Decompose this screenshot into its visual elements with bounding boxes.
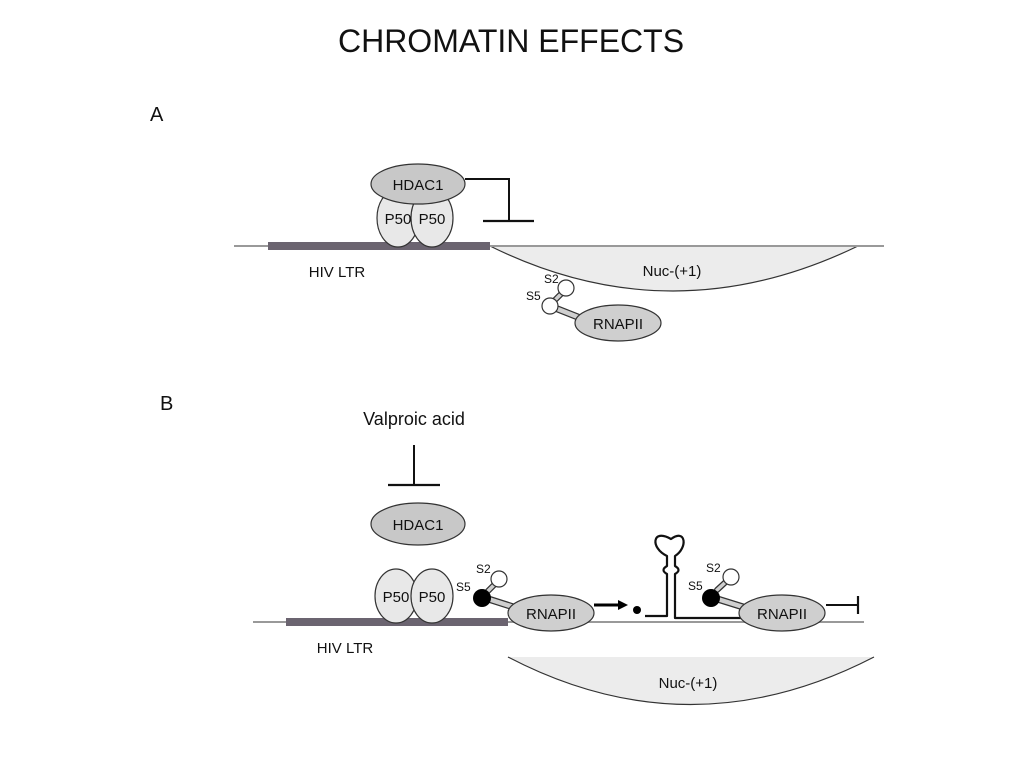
p50-left-b-label: P50 bbox=[383, 589, 410, 606]
hiv-ltr-label-b: HIV LTR bbox=[317, 640, 374, 657]
nucleosome-a-label: Nuc-(+1) bbox=[643, 263, 702, 280]
panel-b: B Valproic acid HDAC1 HIV LTR P50 P50 S2… bbox=[160, 393, 875, 706]
nucleosome-a bbox=[489, 245, 859, 292]
hdac1-a bbox=[370, 163, 466, 205]
hdac1-b-label: HDAC1 bbox=[393, 517, 444, 534]
s2-label-a: S2 bbox=[544, 272, 559, 286]
hiv-ltr-label-a: HIV LTR bbox=[309, 264, 366, 281]
p50-right-b-label: P50 bbox=[419, 589, 446, 606]
s5-label-a: S5 bbox=[526, 289, 541, 303]
panel-a-label: A bbox=[150, 104, 164, 126]
ser5-phospho-site-b2 bbox=[702, 589, 720, 607]
panel-a: A Nuc-(+1) HIV LTR P50 P50 HDAC1 S2 S5 R… bbox=[150, 104, 884, 342]
nucleosome-b-label: Nuc-(+1) bbox=[659, 675, 718, 692]
ser2-site-b1 bbox=[490, 570, 508, 588]
ser5-phospho-site-b1 bbox=[473, 589, 491, 607]
rnapii-a-label: RNAPII bbox=[593, 316, 643, 333]
nucleosome-b bbox=[507, 656, 875, 706]
p50-right-a-label: P50 bbox=[419, 211, 446, 228]
hdac1-a-label: HDAC1 bbox=[393, 177, 444, 194]
p50-right-b bbox=[410, 568, 454, 624]
rnapii-a bbox=[574, 304, 662, 342]
s5-label-b1: S5 bbox=[456, 580, 471, 594]
s5-label-b2: S5 bbox=[688, 579, 703, 593]
valproic-acid-label: Valproic acid bbox=[363, 409, 465, 429]
rnapii-b1 bbox=[507, 594, 595, 632]
ser2-site-b2 bbox=[722, 568, 740, 586]
ser5-site-a bbox=[541, 297, 559, 315]
hdac1-b bbox=[370, 502, 466, 546]
hiv-ltr-bar-a bbox=[268, 242, 490, 250]
p50-left-a-label: P50 bbox=[385, 211, 412, 228]
rnapii-b2-label: RNAPII bbox=[757, 606, 807, 623]
transcript-start-dot bbox=[633, 606, 641, 614]
tar-hairpin-transcript bbox=[645, 534, 742, 620]
ser2-site-a bbox=[557, 279, 575, 297]
s2-label-b1: S2 bbox=[476, 562, 491, 576]
hdac1-inhibition-arm-a bbox=[465, 178, 510, 221]
elongation-arrow-head bbox=[618, 600, 628, 610]
rnapii-b1-label: RNAPII bbox=[526, 606, 576, 623]
figure-title: CHROMATIN EFFECTS bbox=[338, 23, 684, 59]
panel-b-label: B bbox=[160, 393, 173, 415]
s2-label-b2: S2 bbox=[706, 561, 721, 575]
rnapii-b2 bbox=[738, 594, 826, 632]
